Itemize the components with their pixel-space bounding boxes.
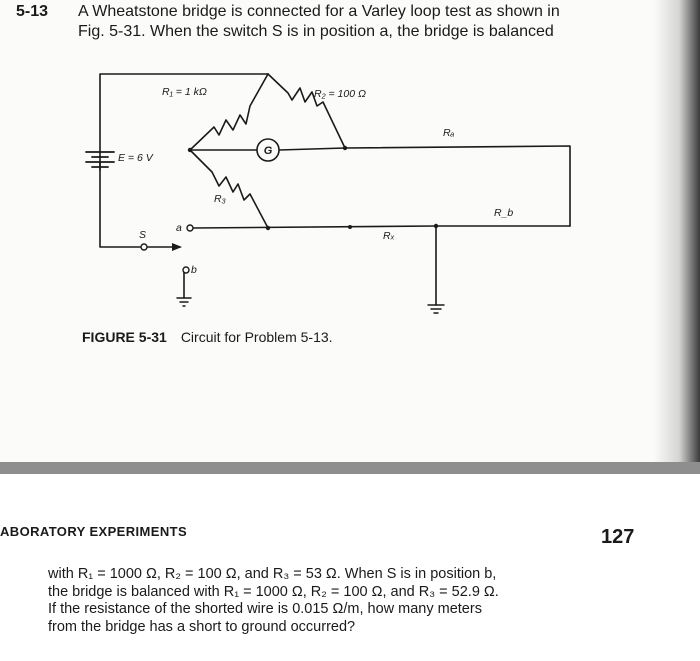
continuation-line-2: the bridge is balanced with R₁ = 1000 Ω,… xyxy=(48,583,499,600)
battery-symbol xyxy=(85,151,115,168)
terminal-b-label: b xyxy=(191,264,197,276)
switch-label: S xyxy=(139,229,146,241)
continuation-line-4: from the bridge has a short to ground oc… xyxy=(48,618,356,635)
galvanometer xyxy=(256,138,280,162)
figure-number: FIGURE 5-31 xyxy=(82,329,167,345)
switch-arrow xyxy=(172,243,182,251)
terminal-a-label: a xyxy=(176,222,182,234)
page-divider xyxy=(0,462,700,474)
battery-label: E = 6 V xyxy=(118,152,154,164)
terminal-b xyxy=(182,266,190,274)
r2-label: R₂ = 100 Ω xyxy=(314,88,366,100)
problem-text-line-1: A Wheatstone bridge is connected for a V… xyxy=(78,3,560,20)
rx-label: Rₓ xyxy=(383,230,395,242)
figure-caption: FIGURE 5-31 Circuit for Problem 5-13. xyxy=(82,329,333,345)
node-bottom xyxy=(265,225,271,231)
ground-symbol-b xyxy=(176,297,192,307)
problem-number: 5-13 xyxy=(16,3,49,20)
circuit-diagram: G R₁ = 1 kΩ R₂ = 100 Ω R₃ E = 6 V Rₐ R_b… xyxy=(85,73,571,314)
terminal-a xyxy=(186,224,194,232)
r1-label: R₁ = 1 kΩ xyxy=(162,86,207,98)
figure-title: Circuit for Problem 5-13. xyxy=(180,329,333,345)
r3-label: R₃ xyxy=(214,193,226,205)
wire-ra xyxy=(344,145,571,227)
r2-arm xyxy=(267,73,346,149)
problem-continuation: with R₁ = 1000 Ω, R₂ = 100 Ω, and R₃ = 5… xyxy=(48,566,668,636)
wire-battery-lower xyxy=(99,161,141,248)
continuation-line-1: with R₁ = 1000 Ω, R₂ = 100 Ω, and R₃ = 5… xyxy=(48,566,497,582)
node-left xyxy=(187,147,193,153)
continuation-line-3: If the resistance of the shorted wire is… xyxy=(48,601,482,617)
page-number: 127 xyxy=(601,526,635,548)
textbook-page-top xyxy=(0,0,700,462)
switch-pivot xyxy=(140,243,148,251)
node-junction xyxy=(433,223,439,229)
wire-g-to-right xyxy=(278,147,346,151)
book-binding-shadow xyxy=(654,0,700,462)
r1-arm xyxy=(189,73,269,151)
section-header: ABORATORY EXPERIMENTS xyxy=(0,524,188,539)
r3-arm xyxy=(189,149,269,229)
problem-text-line-2: Fig. 5-31. When the switch S is in posit… xyxy=(78,23,554,40)
node-rx xyxy=(348,225,352,229)
galvanometer-label: G xyxy=(264,145,273,157)
ra-label: Rₐ xyxy=(443,127,455,139)
node-right xyxy=(342,145,348,151)
rb-label: R_b xyxy=(494,207,513,219)
wire-bottom xyxy=(192,225,437,229)
wire-top xyxy=(99,73,269,171)
ground-symbol-main xyxy=(427,304,445,314)
